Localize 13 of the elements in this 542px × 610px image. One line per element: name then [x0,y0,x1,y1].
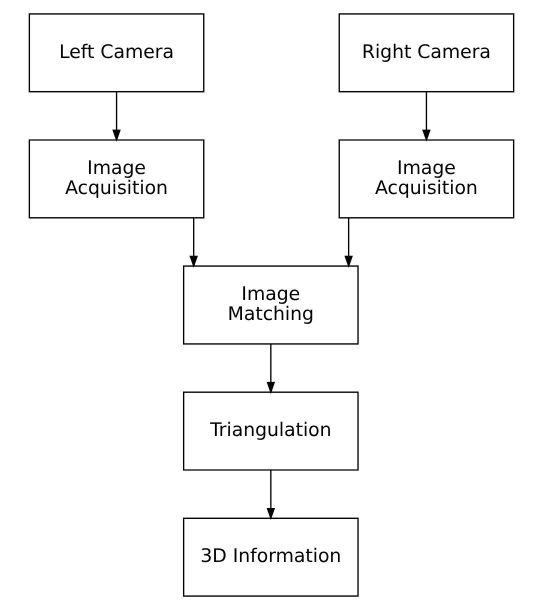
arrow [344,218,352,268]
arrow [266,470,275,520]
node-box: Image Acquisition [28,139,204,218]
arrow [112,92,120,142]
arrow [422,92,430,142]
node-box: Left Camera [28,13,204,92]
node-box: 3D Information [182,518,358,597]
arrow [188,218,198,268]
node-box: Triangulation [182,392,358,471]
node-box: Image Acquisition [338,139,514,218]
node-box: Image Matching [182,265,358,345]
arrow [266,344,275,394]
node-box: Right Camera [338,13,514,92]
